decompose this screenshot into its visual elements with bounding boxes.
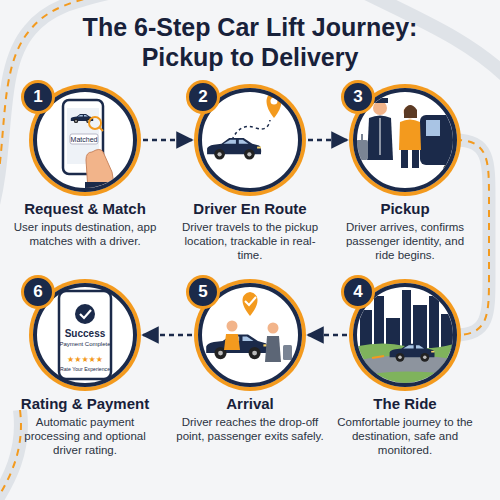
step-heading: The Ride <box>335 395 475 413</box>
step-description: Driver arrives, confirms passenger ident… <box>335 220 475 262</box>
step-number: 4 <box>341 275 375 309</box>
step-node: 2Driver En RouteDriver travels to the pi… <box>175 88 325 262</box>
step-description: Driver travels to the pickup location, t… <box>175 220 325 262</box>
step-heading: Pickup <box>335 200 475 218</box>
illustration-label: Payment Complete <box>59 341 110 347</box>
phone-icon <box>63 100 119 194</box>
arrival-icon <box>206 292 292 362</box>
step-node: 1Request & MatchUser inputs destination,… <box>10 88 160 248</box>
step-node: 5ArrivalDriver reaches the drop-off poin… <box>175 283 325 443</box>
step-node: 3PickupDriver arrives, confirms passenge… <box>335 88 475 262</box>
step-description: Comfortable journey to the destination, … <box>335 415 475 457</box>
diagram-title: The 6-Step Car Lift Journey: Pickup to D… <box>60 12 440 72</box>
illustration-label: Matched <box>71 136 98 143</box>
svg-text:★★★★★: ★★★★★ <box>67 355 103 364</box>
step-heading: Driver En Route <box>175 200 325 218</box>
illustration-label: Rate Your Experience <box>60 366 110 372</box>
step-heading: Request & Match <box>10 200 160 218</box>
flow-connector <box>308 140 347 141</box>
step-number: 3 <box>341 80 375 114</box>
pickup-icon <box>356 98 465 177</box>
step-number: 6 <box>21 275 55 309</box>
step-description: User inputs destination, app matches wit… <box>10 220 160 248</box>
step-node: 4The RideComfortable journey to the dest… <box>335 283 475 457</box>
step-number: 5 <box>186 275 220 309</box>
step-description: Automatic payment processing and optiona… <box>10 415 160 457</box>
flow-connector <box>308 335 347 336</box>
illustration-label: Success <box>65 328 106 339</box>
step-number: 1 <box>21 80 55 114</box>
step-description: Driver reaches the drop-off point, passe… <box>175 415 325 443</box>
flow-connector <box>143 140 192 141</box>
payment-phone-icon: ★★★★★ <box>59 291 111 379</box>
step-heading: Arrival <box>175 395 325 413</box>
step-heading: Rating & Payment <box>10 395 160 413</box>
flow-connector <box>143 335 192 336</box>
step-number: 2 <box>186 80 220 114</box>
